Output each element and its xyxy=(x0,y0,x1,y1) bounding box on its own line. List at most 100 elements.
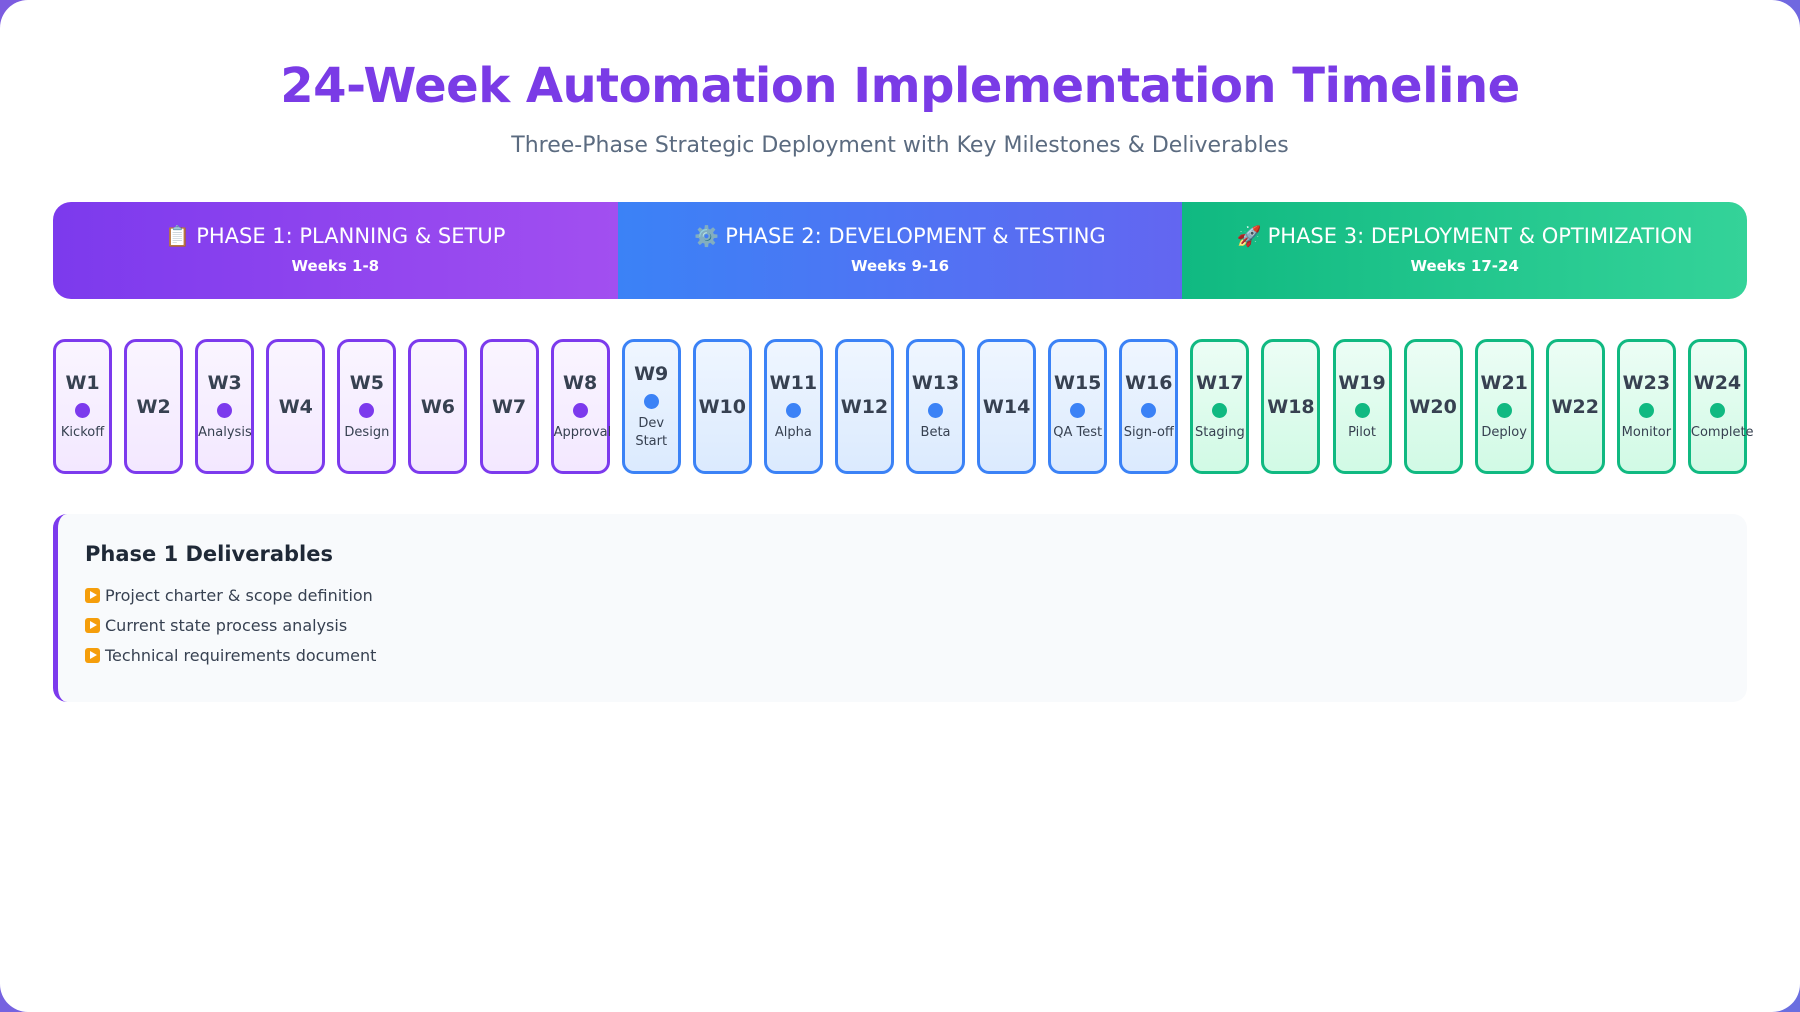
week-label: W8 xyxy=(563,371,598,394)
milestone-label: Complete xyxy=(1690,424,1754,440)
deliverable-text: Current state process analysis xyxy=(105,615,348,635)
phase-2-header[interactable]: ⚙️ PHASE 2: DEVELOPMENT & TESTING Weeks … xyxy=(617,202,1183,299)
week-tile-w22[interactable]: W22 xyxy=(1545,339,1605,474)
week-tile-w14[interactable]: W14 xyxy=(977,339,1037,474)
phase-2-weeks: Weeks 9-16 xyxy=(850,257,950,275)
week-tile-w7[interactable]: W7 xyxy=(479,339,539,474)
week-label: W23 xyxy=(1622,371,1671,394)
week-tile-w18[interactable]: W18 xyxy=(1261,339,1321,474)
page-title: 24-Week Automation Implementation Timeli… xyxy=(280,58,1520,114)
milestone-label: Deploy xyxy=(1481,424,1527,440)
milestone-label: Alpha xyxy=(774,424,812,440)
week-label: W10 xyxy=(698,395,746,418)
week-label: W9 xyxy=(634,362,669,385)
play-button-icon xyxy=(85,587,100,603)
week-label: W21 xyxy=(1480,371,1528,394)
milestone-dot-icon xyxy=(1212,402,1228,418)
week-label: W7 xyxy=(491,395,527,418)
milestone-label: Monitor xyxy=(1621,424,1672,440)
week-tile-w20[interactable]: W20 xyxy=(1403,339,1463,474)
phase-3-name: PHASE 3: DEPLOYMENT & OPTIMIZATION xyxy=(1267,224,1693,248)
milestone-dot-icon xyxy=(359,402,375,418)
week-label: W20 xyxy=(1409,395,1457,418)
week-label: W24 xyxy=(1693,371,1742,394)
rocket-icon: 🚀 xyxy=(1236,224,1262,248)
milestone-dot-icon xyxy=(572,402,588,418)
week-tile-w4[interactable]: W4 xyxy=(266,339,326,474)
milestone-dot-icon xyxy=(785,402,801,418)
milestone-label: Dev Start xyxy=(635,415,668,449)
week-label: W15 xyxy=(1053,371,1102,394)
week-tile-w10[interactable]: W10 xyxy=(692,339,752,474)
week-label: W2 xyxy=(136,395,171,418)
week-tile-w6[interactable]: W6 xyxy=(408,339,468,474)
week-tile-w2[interactable]: W2 xyxy=(124,339,184,474)
play-button-icon xyxy=(85,647,100,663)
milestone-dot-icon xyxy=(643,393,659,409)
phase-2-name: PHASE 2: DEVELOPMENT & TESTING xyxy=(725,224,1106,248)
week-label: W4 xyxy=(278,395,313,418)
milestone-dot-icon xyxy=(1709,402,1725,418)
milestone-dot-icon xyxy=(1070,402,1086,418)
deliverable-text: Project charter & scope definition xyxy=(105,585,373,605)
milestone-dot-icon xyxy=(1496,402,1512,418)
deliverable-item: Current state process analysis xyxy=(85,610,1747,640)
clipboard-icon: 📋 xyxy=(165,224,191,248)
milestone-dot-icon xyxy=(1141,402,1157,418)
week-tile-w15[interactable]: W15 QA Test xyxy=(1048,339,1108,474)
milestone-label: QA Test xyxy=(1053,424,1103,440)
week-label: W12 xyxy=(840,395,889,418)
deliverable-item: Project charter & scope definition xyxy=(85,580,1747,610)
milestone-label: Sign-off xyxy=(1123,424,1174,440)
milestone-label: Analysis xyxy=(198,424,252,440)
milestone-dot-icon xyxy=(1638,402,1654,418)
milestone-label: Kickoff xyxy=(60,424,105,440)
phase-3-header[interactable]: 🚀 PHASE 3: DEPLOYMENT & OPTIMIZATION Wee… xyxy=(1182,202,1747,299)
milestone-dot-icon xyxy=(928,402,944,418)
milestone-label: Approval xyxy=(553,424,612,440)
phase-banner: 📋 PHASE 1: PLANNING & SETUP Weeks 1-8 ⚙️… xyxy=(53,202,1747,299)
week-tile-w12[interactable]: W12 xyxy=(834,339,894,474)
week-label: W13 xyxy=(911,371,960,394)
week-label: W6 xyxy=(420,395,456,418)
phase-1-header[interactable]: 📋 PHASE 1: PLANNING & SETUP Weeks 1-8 xyxy=(53,202,618,299)
milestone-dot-icon xyxy=(1354,402,1370,418)
week-label: W22 xyxy=(1551,395,1599,418)
milestone-label: Pilot xyxy=(1348,424,1376,440)
deliverables-title: Phase 1 Deliverables xyxy=(85,542,333,566)
week-label: W3 xyxy=(207,371,242,394)
milestone-label: Beta xyxy=(920,424,951,440)
deliverable-item: Technical requirements document xyxy=(85,640,1747,670)
milestone-label: Design xyxy=(344,424,390,440)
phase-3-weeks: Weeks 17-24 xyxy=(1410,257,1519,275)
gear-icon: ⚙️ xyxy=(694,224,720,248)
week-label: W17 xyxy=(1196,371,1244,394)
week-label: W1 xyxy=(65,371,100,394)
deliverables-panel: Phase 1 Deliverables Project charter & s… xyxy=(53,514,1747,702)
week-label: W19 xyxy=(1338,371,1386,394)
play-button-icon xyxy=(85,617,100,633)
phase-1-weeks: Weeks 1-8 xyxy=(291,257,380,275)
week-label: W5 xyxy=(349,371,384,394)
week-label: W11 xyxy=(769,371,818,394)
deliverable-text: Technical requirements document xyxy=(105,645,377,665)
phase-1-name: PHASE 1: PLANNING & SETUP xyxy=(196,224,506,248)
week-label: W14 xyxy=(982,395,1031,418)
milestone-dot-icon xyxy=(75,402,91,418)
week-label: W16 xyxy=(1125,371,1173,394)
